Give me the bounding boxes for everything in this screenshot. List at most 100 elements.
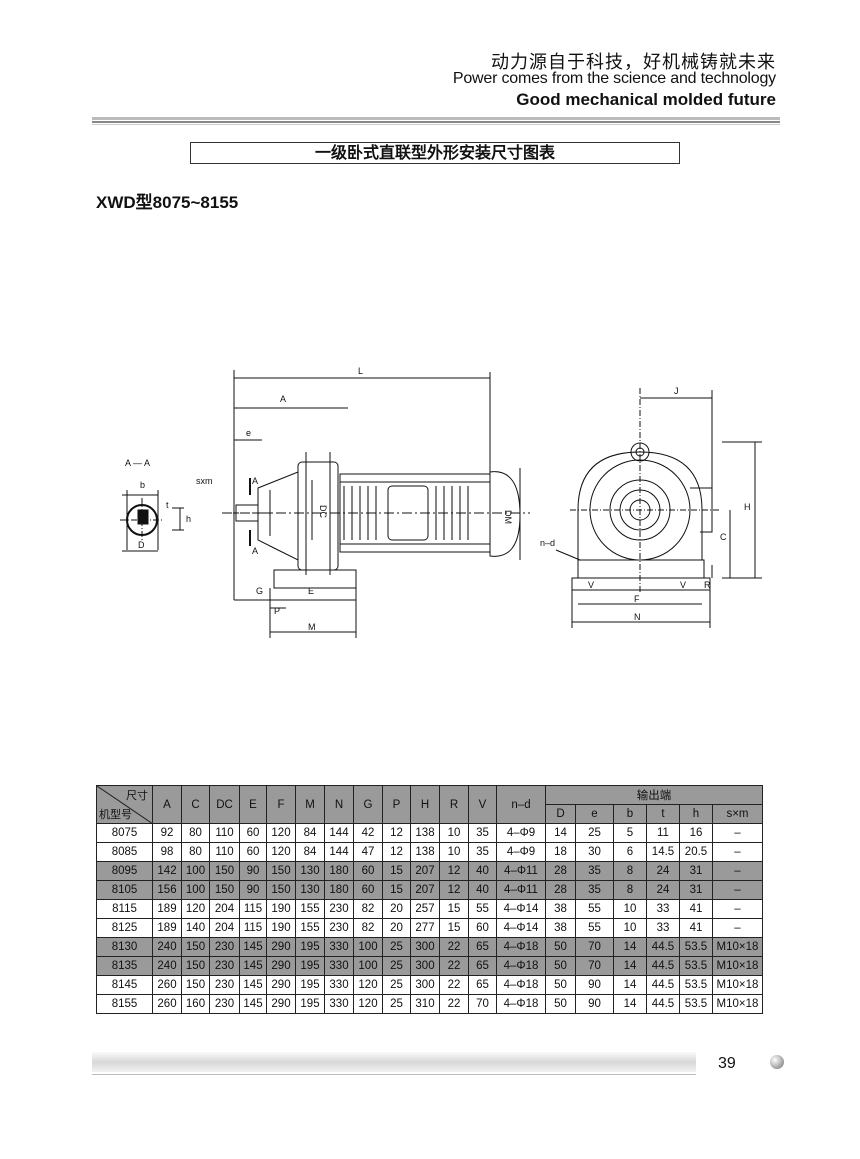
table-cell: 25	[382, 937, 411, 957]
label-P: P	[274, 606, 280, 616]
label-A-dim: A	[280, 394, 286, 404]
table-cell: 22	[439, 937, 469, 957]
table-cell: 38	[545, 899, 576, 919]
table-cell: 10	[439, 842, 469, 862]
table-cell: 92	[152, 823, 182, 843]
label-section-aa: A — A	[125, 458, 150, 468]
table-cell: 230	[324, 918, 354, 938]
table-cell: 155	[295, 918, 325, 938]
label-V-right: V	[680, 580, 686, 590]
table-cell: 55	[468, 899, 497, 919]
table-cell: 70	[575, 956, 614, 976]
table-corner-header: 尺寸 机型号	[96, 785, 153, 824]
table-cell: 230	[209, 994, 240, 1014]
page-number: 39	[718, 1055, 736, 1072]
table-cell: 8075	[96, 823, 153, 843]
table-cell: 47	[353, 842, 383, 862]
table-cell: 8125	[96, 918, 153, 938]
table-cell: 277	[410, 918, 440, 938]
table-cell: 50	[545, 975, 576, 995]
table-cell: 120	[353, 994, 383, 1014]
table-cell: 14	[613, 956, 647, 976]
corner-label-dimension: 尺寸	[126, 790, 148, 802]
table-cell: 18	[545, 842, 576, 862]
table-cell: 190	[266, 918, 296, 938]
table-cell: 290	[266, 956, 296, 976]
label-e: e	[246, 428, 251, 438]
table-cell: M10×18	[712, 937, 763, 957]
table-cell: 300	[410, 975, 440, 995]
table-cell: 14.5	[646, 842, 680, 862]
col-header: DC	[209, 785, 240, 824]
table-cell: 65	[468, 956, 497, 976]
table-cell: 14	[613, 937, 647, 957]
table-cell: 300	[410, 937, 440, 957]
table-cell: –	[712, 842, 763, 862]
footer-bar	[92, 1052, 696, 1072]
table-cell: 330	[324, 937, 354, 957]
table-cell: 20	[382, 918, 411, 938]
table-cell: 260	[152, 975, 182, 995]
model-range-title: XWD型8075~8155	[96, 193, 239, 212]
label-V-left: V	[588, 580, 594, 590]
table-cell: 22	[439, 975, 469, 995]
table-cell: 138	[410, 823, 440, 843]
table-cell: 120	[266, 842, 296, 862]
table-cell: 28	[545, 861, 576, 881]
table-cell: 80	[181, 823, 210, 843]
label-D: D	[138, 540, 145, 550]
col-header: H	[410, 785, 440, 824]
table-cell: 25	[575, 823, 614, 843]
table-cell: 12	[439, 861, 469, 881]
table-cell: 44.5	[646, 994, 680, 1014]
table-cell: 60	[239, 842, 267, 862]
table-cell: 8145	[96, 975, 153, 995]
table-cell: 8115	[96, 899, 153, 919]
table-cell: 35	[575, 861, 614, 881]
table-cell: 82	[353, 918, 383, 938]
table-cell: 257	[410, 899, 440, 919]
table-cell: 16	[679, 823, 713, 843]
col-header: V	[468, 785, 497, 824]
table-cell: 4–Φ18	[496, 956, 546, 976]
table-cell: 150	[181, 937, 210, 957]
table-cell: 30	[575, 842, 614, 862]
table-cell: 84	[295, 823, 325, 843]
output-col-header: h	[679, 804, 713, 824]
table-cell: 156	[152, 880, 182, 900]
col-header: R	[439, 785, 469, 824]
table-cell: 35	[468, 823, 497, 843]
table-cell: 90	[239, 880, 267, 900]
table-cell: 190	[266, 899, 296, 919]
table-cell: 8155	[96, 994, 153, 1014]
table-cell: 100	[353, 937, 383, 957]
table-cell: 15	[382, 880, 411, 900]
table-cell: 145	[239, 975, 267, 995]
output-group-header: 输出端	[545, 785, 763, 805]
table-cell: 300	[410, 956, 440, 976]
col-header: F	[266, 785, 296, 824]
label-J: J	[674, 386, 679, 396]
label-C: C	[720, 532, 727, 542]
output-col-header: e	[575, 804, 614, 824]
table-cell: 98	[152, 842, 182, 862]
table-cell: 22	[439, 956, 469, 976]
table-cell: 4–Φ14	[496, 918, 546, 938]
corner-label-model: 机型号	[99, 809, 132, 821]
table-cell: 44.5	[646, 937, 680, 957]
table-cell: 150	[209, 861, 240, 881]
table-cell: 90	[575, 994, 614, 1014]
table-cell: 14	[545, 823, 576, 843]
table-cell: 4–Φ14	[496, 899, 546, 919]
label-A-bottom: A	[252, 546, 258, 556]
table-cell: 4–Φ9	[496, 823, 546, 843]
table-cell: 53.5	[679, 956, 713, 976]
label-M: M	[308, 622, 316, 632]
table-cell: 110	[209, 842, 240, 862]
table-cell: M10×18	[712, 994, 763, 1014]
table-cell: 41	[679, 899, 713, 919]
